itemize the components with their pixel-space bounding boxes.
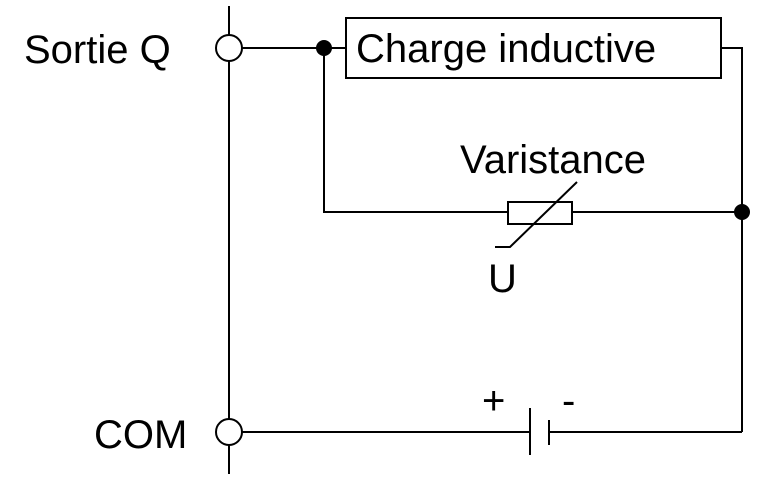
output-terminal-circle [215, 34, 243, 62]
junction-dot-left [316, 40, 332, 56]
voltage-label: U [488, 257, 517, 301]
battery-plus-label: + [482, 379, 505, 423]
varistor-label: Varistance [460, 138, 646, 182]
com-terminal-circle [215, 418, 243, 446]
battery-minus-label: - [562, 379, 575, 423]
output-label: Sortie Q [24, 28, 171, 72]
wire-load-to-right [721, 47, 743, 432]
load-label: Charge inductive [356, 27, 656, 71]
junction-dot-right [734, 204, 750, 220]
varistor-diagonal [495, 181, 578, 248]
wire-left-branch [323, 48, 508, 213]
varistor-body [507, 201, 573, 225]
com-label: COM [94, 413, 187, 457]
